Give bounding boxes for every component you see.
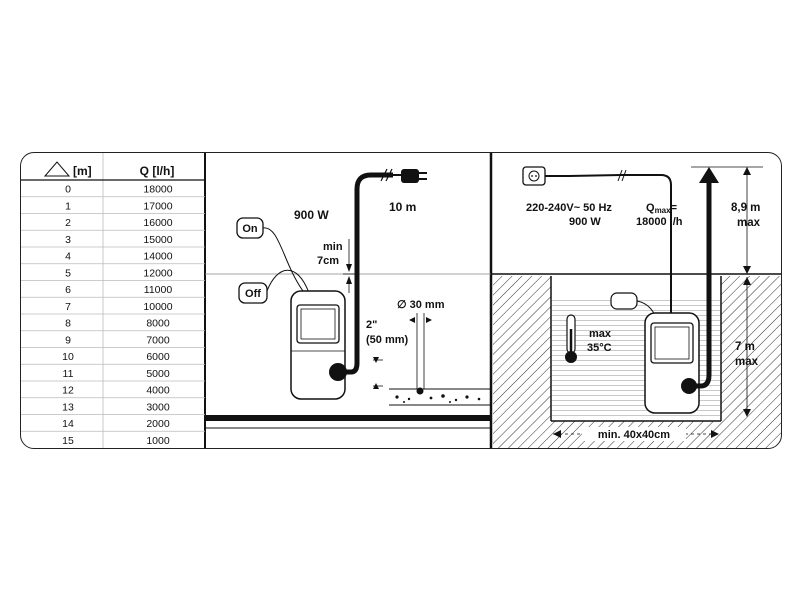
qmax-label: Qmax= [646, 202, 677, 215]
table-cell-head: 4 [65, 251, 71, 263]
on-label: On [242, 223, 258, 235]
table-cell-flow: 18000 [143, 184, 172, 196]
table-cell-head: 3 [65, 234, 71, 246]
depth-label-2: max [735, 356, 759, 368]
voltage-label: 220-240V~ 50 Hz [526, 202, 612, 214]
socket-icon [522, 166, 546, 186]
float-switch-icon [610, 292, 638, 310]
thermometer-icon [565, 314, 577, 363]
table-cell-head: 2 [65, 217, 71, 229]
right-power-label: 900 W [569, 216, 601, 228]
table-cell-head: 13 [62, 401, 74, 413]
installation-right: 220-240V~ 50 Hz 900 W Qmax= 18000 l/h ma… [491, 166, 781, 448]
cable-length: 10 m [389, 200, 416, 214]
pit-size-label: min. 40x40cm [598, 429, 670, 441]
depth-label-1: 7 m [735, 341, 755, 353]
diameter-label: ∅ 30 mm [397, 299, 445, 311]
table-cell-flow: 2000 [146, 418, 170, 430]
min-label-2: 7cm [317, 255, 339, 267]
table-cell-flow: 1000 [146, 435, 170, 447]
temp-label-1: max [589, 328, 612, 340]
table-cell-head: 6 [65, 284, 71, 296]
table-cell-flow: 16000 [143, 217, 172, 229]
table-cell-head: 14 [62, 418, 74, 430]
table-cell-flow: 3000 [146, 401, 170, 413]
off-switch-icon [238, 282, 268, 304]
height-label-1: 8,9 m [731, 202, 760, 214]
table-cell-head: 11 [63, 368, 74, 380]
table-cell-head: 1 [65, 200, 71, 212]
table-cell-head: 0 [65, 184, 71, 196]
header-flow: Q [l/h] [140, 164, 175, 178]
discharge-hose-icon [689, 181, 712, 389]
off-label: Off [245, 288, 261, 300]
qmax-eq: = [671, 202, 677, 214]
sediment-icon [389, 387, 491, 406]
table-cell-flow: 7000 [146, 334, 170, 346]
table-cell-flow: 6000 [146, 351, 170, 363]
hose-icon [338, 172, 393, 375]
right-pump-icon [644, 312, 700, 414]
plug-icon [393, 169, 427, 183]
table-cell-flow: 10000 [143, 301, 172, 313]
qmax-value: 18000 l/h [636, 216, 683, 228]
table-cell-head: 5 [65, 267, 71, 279]
table-cell-head: 7 [65, 301, 71, 313]
table-cell-head: 10 [62, 351, 74, 363]
table-cell-head: 8 [65, 318, 71, 330]
arrow-up-icon [699, 167, 719, 183]
header-head: [m] [73, 164, 92, 178]
qmax-sub: max [655, 206, 672, 215]
installation-middle: On Off 900 W 10 m min 7cm [205, 153, 493, 448]
pump-icon [290, 290, 347, 400]
power-label: 900 W [294, 208, 329, 222]
temp-label-2: 35°C [587, 342, 612, 354]
table-cell-flow: 4000 [146, 385, 170, 397]
hose-label-2: (50 mm) [366, 334, 409, 346]
table-cell-head: 9 [65, 334, 71, 346]
table-cell-flow: 17000 [143, 200, 172, 212]
table-cell-flow: 8000 [146, 318, 170, 330]
table-cell-head: 15 [62, 435, 74, 447]
head-triangle-icon [43, 161, 71, 177]
table-cell-flow: 5000 [146, 368, 170, 380]
hose-label-1: 2" [366, 319, 377, 331]
table-cell-flow: 14000 [143, 251, 172, 263]
table-cell-flow: 11000 [144, 284, 173, 296]
qmax-prefix: Q [646, 202, 655, 214]
min-label-1: min [323, 241, 343, 253]
table-cell-head: 12 [62, 385, 74, 397]
height-label-2: max [737, 217, 761, 229]
table-cell-flow: 15000 [143, 234, 172, 246]
table-cell-flow: 12000 [143, 267, 172, 279]
